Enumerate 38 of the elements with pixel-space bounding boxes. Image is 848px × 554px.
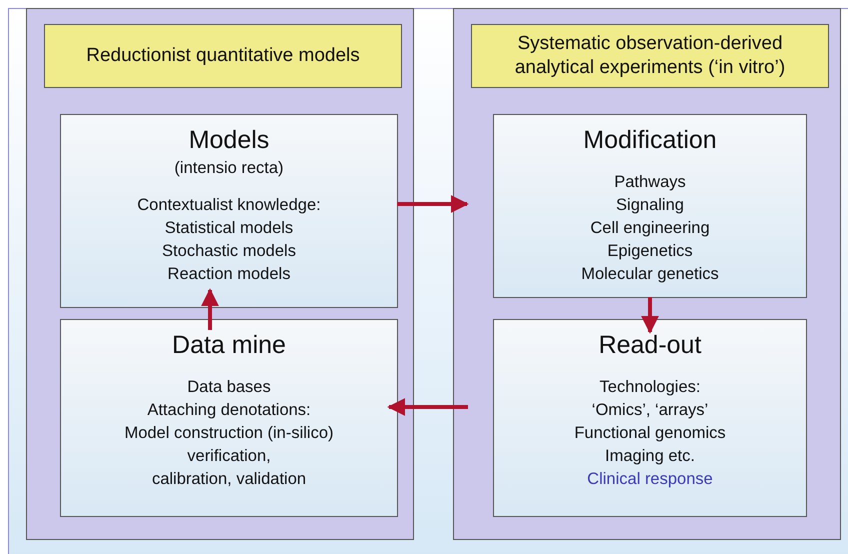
box-text: calibration, validation	[152, 469, 306, 490]
box-text: Reaction models	[168, 264, 290, 285]
box-text: Imaging etc.	[605, 446, 695, 467]
panel-background	[453, 8, 841, 540]
box-text: Technologies:	[600, 377, 700, 398]
box-text: Epigenetics	[607, 241, 693, 262]
header-box	[44, 24, 402, 88]
arrow	[641, 297, 659, 334]
box-text: Model construction (in-silico)	[124, 423, 334, 444]
box-text: Pathways	[614, 172, 686, 193]
header-text: Systematic observation-derived analytical experiments (‘in vitro’)	[514, 32, 786, 80]
box-title: Models	[188, 125, 270, 156]
box-text: Statistical models	[164, 218, 294, 239]
header-text: Reductionist quantitative models	[86, 44, 360, 68]
arrow	[387, 398, 468, 416]
box-text: (intensio recta)	[174, 158, 284, 179]
process-box	[493, 114, 807, 298]
box-title: Modification	[583, 125, 717, 156]
box-text: Contextualist knowledge:	[137, 195, 321, 216]
box-text: Molecular genetics	[581, 264, 719, 285]
process-box	[60, 114, 398, 308]
box-text: ‘Omics’, ‘arrays’	[592, 400, 708, 421]
box-title: Read-out	[598, 330, 702, 361]
box-text: Cell engineering	[590, 218, 710, 239]
box-text: Data bases	[187, 377, 271, 398]
panel-background	[26, 8, 414, 540]
box-text: verification,	[187, 446, 271, 467]
arrow	[397, 195, 469, 213]
box-text: Clinical response	[587, 469, 713, 490]
box-text: Functional genomics	[574, 423, 726, 444]
box-text: Stochastic models	[162, 241, 296, 262]
process-box	[60, 319, 398, 517]
box-text: Attaching denotations:	[147, 400, 311, 421]
process-box	[493, 319, 807, 517]
arrow	[201, 288, 219, 330]
box-title: Data mine	[172, 330, 286, 361]
header-box	[471, 24, 829, 88]
box-text: Signaling	[616, 195, 684, 216]
